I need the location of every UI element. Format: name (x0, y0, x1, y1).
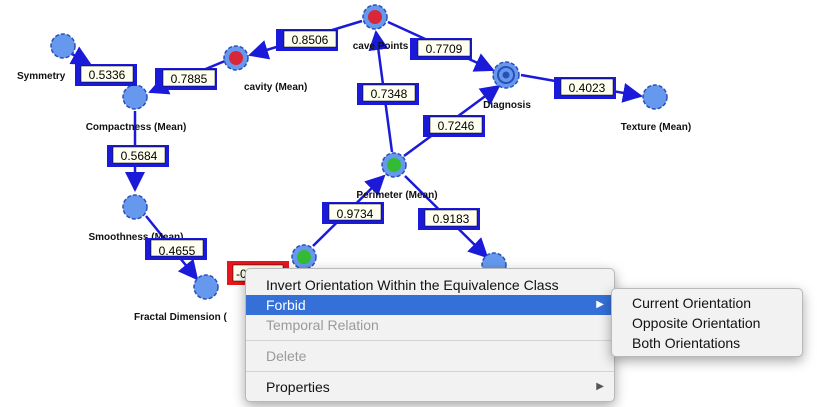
weight-value: 0.9734 (337, 207, 374, 221)
weight-value: 0.4023 (569, 81, 606, 95)
menu-item-label: Forbid (266, 297, 306, 313)
node-fractal-dimension[interactable] (193, 274, 219, 300)
submenu-arrow-icon: ▶ (596, 299, 604, 310)
weight-value: 0.8506 (292, 33, 329, 47)
weight-value: 0.7709 (426, 42, 463, 56)
weight-label-perimeter-to-right[interactable]: 0.9183 (418, 208, 480, 230)
node-texture[interactable] (642, 84, 668, 110)
menu-item-label: Properties (266, 379, 330, 395)
menu-item-label: Both Orientations (632, 335, 741, 351)
menu-separator (246, 340, 614, 341)
menu-item-invert-orientation[interactable]: Invert Orientation Within the Equivalenc… (246, 275, 614, 295)
menu-item-delete: Delete (246, 346, 614, 366)
node-label-texture: Texture (Mean) (621, 122, 691, 133)
weight-label-concavity-to-compactness[interactable]: 0.7885 (155, 68, 217, 90)
node-symmetry[interactable] (50, 33, 76, 59)
node-smoothness[interactable] (122, 194, 148, 220)
weight-label-green-to-perimeter[interactable]: 0.9734 (322, 202, 384, 224)
nodes (50, 4, 668, 300)
menu-item-label: Temporal Relation (266, 317, 379, 333)
node-label-perimeter: Perimeter (Mean) (356, 190, 437, 201)
menu-item-forbid[interactable]: Forbid ▶ (246, 295, 614, 315)
weight-value: 0.5684 (121, 149, 158, 163)
menu-item-properties[interactable]: Properties ▶ (246, 377, 614, 397)
edge-weight-labels: 0.8506 0.7709 0.5336 0.7885 0.4023 0.734… (75, 29, 616, 285)
weight-label-compactness-to-smoothness[interactable]: 0.5684 (107, 145, 169, 167)
node-perimeter[interactable] (381, 152, 407, 178)
submenu-item-opposite-orientation[interactable]: Opposite Orientation (612, 313, 802, 333)
weight-label-concave-to-concavity[interactable]: 0.8506 (276, 29, 338, 51)
edge-symmetry[interactable] (69, 46, 92, 66)
menu-item-label: Opposite Orientation (632, 315, 761, 331)
node-label-diagnosis: Diagnosis (483, 100, 531, 111)
node-label-compactness: Compactness (Mean) (86, 122, 187, 133)
node-concavity[interactable] (223, 45, 249, 71)
weight-label-smoothness-to-fractal[interactable]: 0.4655 (145, 238, 207, 260)
weight-value: 0.7246 (438, 119, 475, 133)
node-labels: cave Points (Mean) cavity (Mean) Symmetr… (17, 41, 691, 323)
weight-value: 0.4655 (159, 244, 196, 258)
weight-value: 0.7348 (371, 87, 408, 101)
menu-item-label: Invert Orientation Within the Equivalenc… (266, 277, 559, 293)
node-green-lower[interactable] (291, 244, 317, 270)
weight-label-concave-to-diagnosis[interactable]: 0.7709 (410, 38, 472, 60)
node-label-concave-points: cave Points (Mean) (353, 41, 444, 52)
node-diagnosis[interactable] (492, 61, 520, 89)
submenu-item-current-orientation[interactable]: Current Orientation (612, 293, 802, 313)
menu-item-label: Delete (266, 348, 307, 364)
menu-item-temporal-relation: Temporal Relation (246, 315, 614, 335)
context-menu: Invert Orientation Within the Equivalenc… (245, 268, 615, 402)
menu-separator (246, 371, 614, 372)
submenu-arrow-icon: ▶ (596, 381, 604, 392)
weight-value: 0.9183 (433, 212, 470, 226)
node-label-smoothness: Smoothness (Mean) (88, 232, 183, 243)
node-label-symmetry: Symmetry (17, 71, 66, 82)
weight-label-perimeter-to-diagnosis[interactable]: 0.7246 (423, 115, 485, 137)
menu-item-label: Current Orientation (632, 295, 752, 311)
weight-value: 0.5336 (89, 68, 126, 82)
weight-label-symmetry[interactable]: 0.5336 (75, 64, 137, 86)
weight-value: 0.7885 (171, 72, 208, 86)
node-compactness[interactable] (122, 84, 148, 110)
node-label-concavity: cavity (Mean) (244, 82, 307, 93)
submenu-item-both-orientations[interactable]: Both Orientations (612, 333, 802, 353)
forbid-submenu: Current Orientation Opposite Orientation… (611, 288, 803, 357)
weight-label-perimeter-to-concave[interactable]: 0.7348 (357, 83, 419, 105)
weight-label-diagnosis-to-texture[interactable]: 0.4023 (554, 77, 616, 99)
node-concave-points[interactable] (362, 4, 388, 30)
node-label-fractal-dimension: Fractal Dimension ( (134, 312, 227, 323)
